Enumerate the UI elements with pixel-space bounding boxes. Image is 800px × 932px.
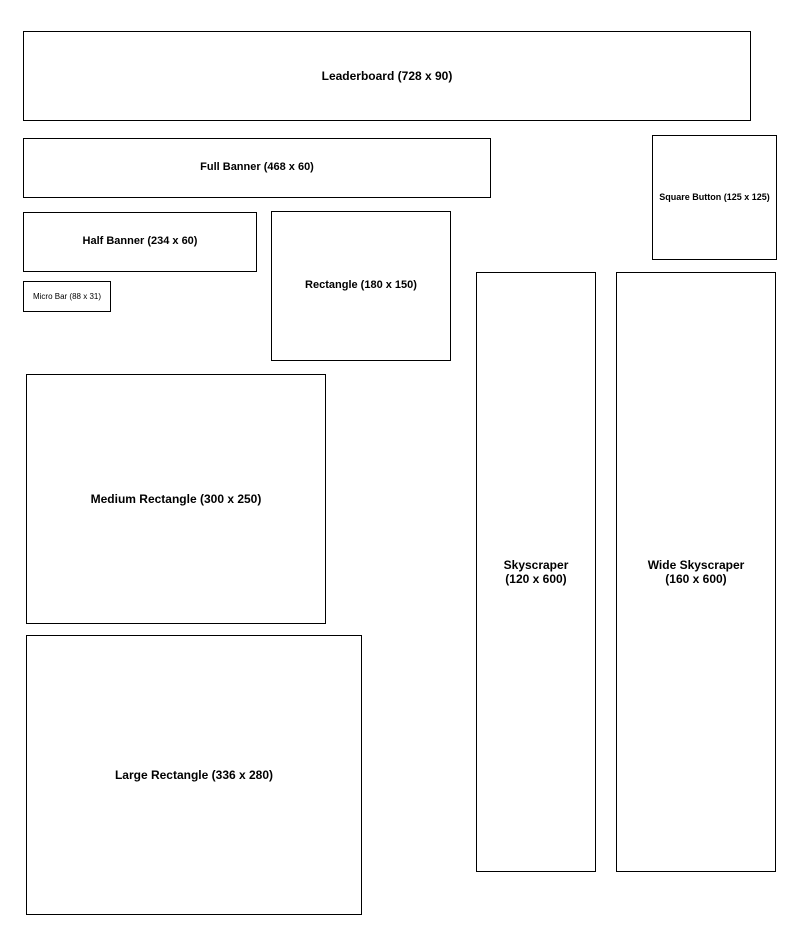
large-rectangle-box: Large Rectangle (336 x 280) [26,635,362,915]
full-banner-box: Full Banner (468 x 60) [23,138,491,198]
rectangle-box: Rectangle (180 x 150) [271,211,451,361]
micro-bar-label: Micro Bar (88 x 31) [32,291,102,301]
medium-rectangle-box: Medium Rectangle (300 x 250) [26,374,326,624]
square-button-label: Square Button (125 x 125) [659,192,770,203]
skyscraper-box: Skyscraper (120 x 600) [476,272,596,872]
square-button-box: Square Button (125 x 125) [652,135,777,260]
full-banner-label: Full Banner (468 x 60) [200,161,314,174]
leaderboard-box: Leaderboard (728 x 90) [23,31,751,121]
rectangle-label: Rectangle (180 x 150) [305,279,417,292]
wide-skyscraper-box: Wide Skyscraper (160 x 600) [616,272,776,872]
large-rectangle-label: Large Rectangle (336 x 280) [114,767,274,782]
leaderboard-label: Leaderboard (728 x 90) [321,68,453,83]
half-banner-box: Half Banner (234 x 60) [23,212,257,272]
skyscraper-label: Skyscraper (120 x 600) [503,557,569,586]
half-banner-label: Half Banner (234 x 60) [82,235,198,248]
medium-rectangle-label: Medium Rectangle (300 x 250) [90,491,262,506]
micro-bar-box: Micro Bar (88 x 31) [23,281,111,312]
wide-skyscraper-label: Wide Skyscraper (160 x 600) [647,557,745,586]
